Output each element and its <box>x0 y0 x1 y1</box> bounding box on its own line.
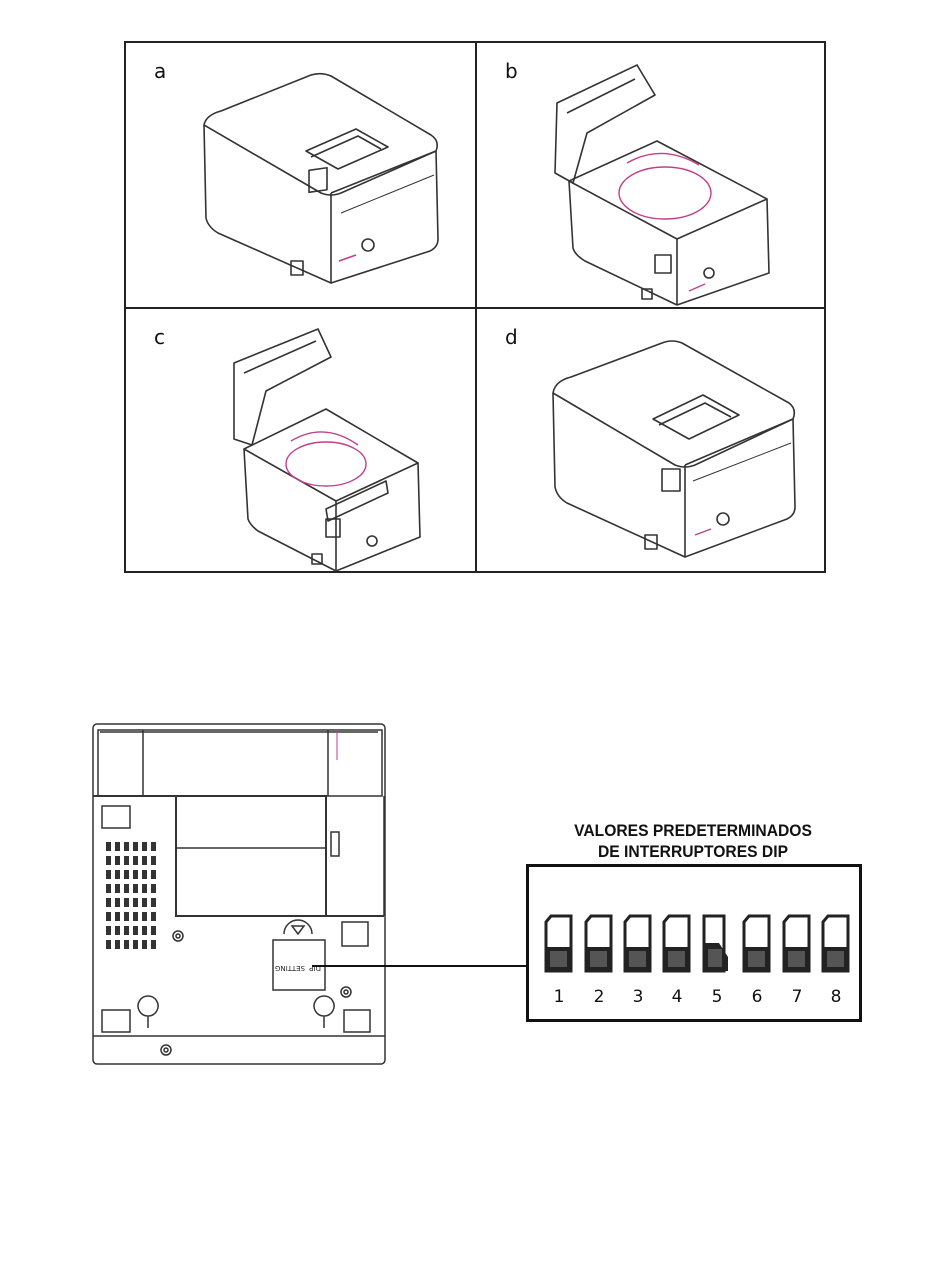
dip-number-2: 2 <box>584 987 614 1007</box>
printer-bottom-view: DIP SETTING <box>88 720 398 1075</box>
callout-leader-line <box>312 965 526 967</box>
dip-number-8: 8 <box>821 987 851 1007</box>
dip-callout-title: VALORES PREDETERMINADOS DE INTERRUPTORES… <box>539 820 846 862</box>
sticker-text-setting: SETTING <box>275 964 305 972</box>
dip-number-4: 4 <box>662 987 692 1007</box>
printer-underside-illustration: DIP SETTING <box>88 720 398 1070</box>
printer-roll-inserted-illustration <box>126 309 474 572</box>
panel-a: a <box>126 43 474 306</box>
panel-d: d <box>477 309 825 572</box>
printer-steps-figure: a b <box>124 41 826 573</box>
dip-title-line2: DE INTERRUPTORES DIP <box>539 841 846 862</box>
dip-switch-diagram <box>529 867 865 1025</box>
panel-c: c <box>126 309 474 572</box>
printer-closed-final-illustration <box>477 309 825 572</box>
dip-switch-panel: 1 2 3 4 5 6 7 8 <box>526 864 862 1022</box>
panel-b: b <box>477 43 825 306</box>
printer-cover-open-illustration <box>477 43 825 306</box>
dip-title-line1: VALORES PREDETERMINADOS <box>539 820 846 841</box>
vent-grid <box>106 842 156 949</box>
dip-number-5: 5 <box>702 987 732 1007</box>
dip-number-6: 6 <box>742 987 772 1007</box>
printer-closed-illustration <box>126 43 474 306</box>
dip-number-7: 7 <box>782 987 812 1007</box>
dip-number-1: 1 <box>544 987 574 1007</box>
dip-number-3: 3 <box>623 987 653 1007</box>
